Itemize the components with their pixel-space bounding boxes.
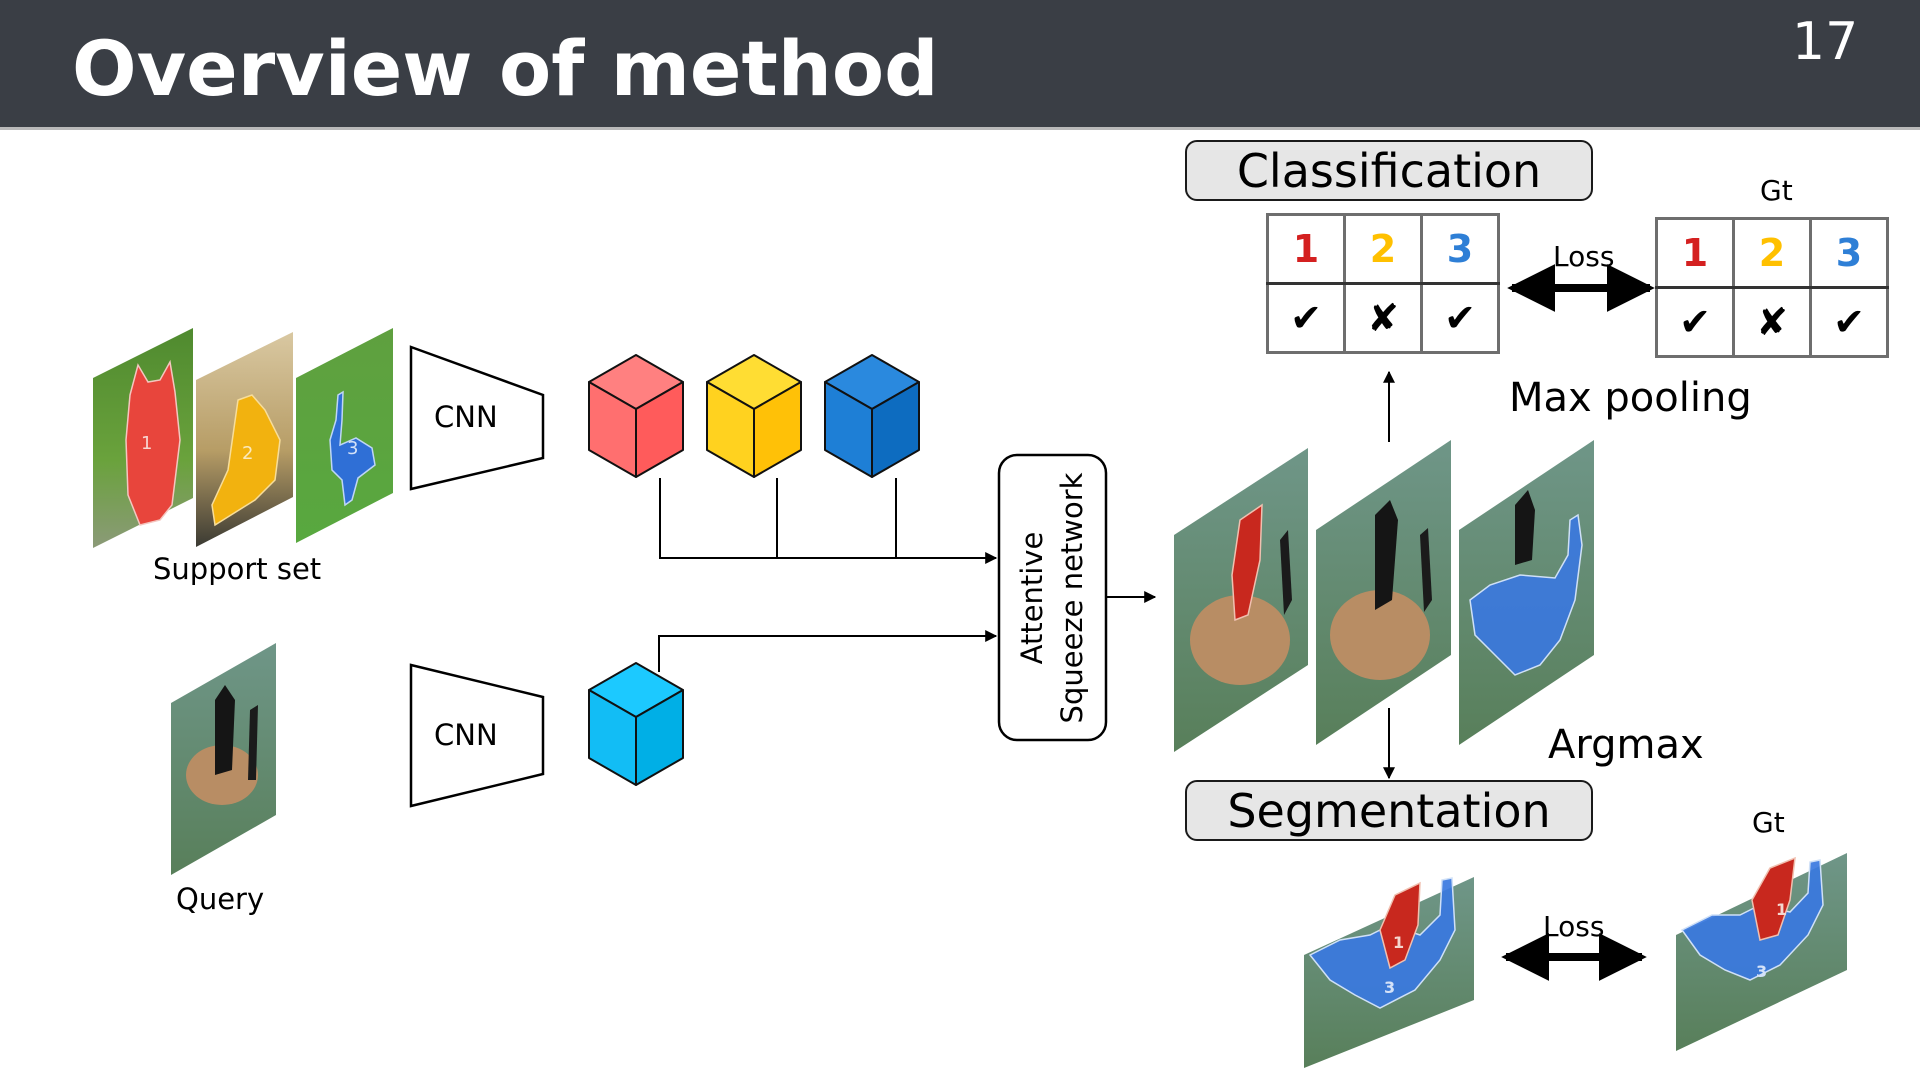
segmentation-prediction — [1304, 877, 1474, 1068]
connector-lines — [658, 370, 1395, 780]
cross-icon: ✘ — [1732, 286, 1812, 358]
gt-class-1: 1 — [1655, 217, 1735, 289]
support-image-1 — [93, 328, 193, 548]
support-set-label: Support set — [153, 552, 322, 586]
cube-side-face — [753, 381, 802, 478]
seg-pred-class-number: 3 — [1384, 978, 1396, 997]
cnn-top-label: CNN — [434, 400, 498, 434]
seg-gt-class-number: 1 — [1776, 900, 1788, 919]
support-feature-line — [659, 478, 998, 564]
classification-loss-label: Loss — [1553, 240, 1615, 273]
query-feature-line — [658, 630, 998, 672]
class-2-mask — [211, 394, 281, 527]
classification-gt-label: Gt — [1760, 174, 1793, 207]
gt-class-3: 3 — [1809, 217, 1889, 289]
check-icon: ✔ — [1266, 282, 1346, 354]
support-mask-number: 2 — [242, 443, 254, 464]
gt-class-2: 2 — [1732, 217, 1812, 289]
cube-side-face — [871, 381, 920, 478]
attentive-squeeze-network-box — [997, 453, 1108, 742]
score-map-2 — [1316, 440, 1451, 745]
asn-label-line2: Squeeze network — [1055, 472, 1089, 724]
page-number: 17 — [1792, 12, 1859, 72]
support-feature-cube-red — [588, 354, 684, 478]
cube-side-face — [635, 689, 684, 786]
support-mask-number: 1 — [141, 433, 153, 454]
check-icon: ✔ — [1655, 286, 1735, 358]
class-3-mask — [329, 390, 376, 507]
segmentation-gt-label: Gt — [1752, 806, 1785, 839]
ground-truth-table: 1 2 3 ✔ ✘ ✔ — [1655, 217, 1889, 358]
segmentation-ground-truth — [1676, 853, 1847, 1051]
asn-label: Attentive Squeeze network — [1012, 473, 1092, 724]
pred-class-3: 3 — [1420, 213, 1500, 285]
argmax-label: Argmax — [1548, 722, 1704, 768]
support-image-3 — [296, 328, 393, 543]
cross-icon: ✘ — [1343, 282, 1423, 354]
query-image — [171, 643, 276, 875]
seg-pred-class-number: 1 — [1393, 933, 1405, 952]
score-map-1 — [1174, 448, 1308, 752]
seg-gt-class-number: 3 — [1756, 962, 1768, 981]
slide-header: Overview of method 17 — [0, 0, 1920, 130]
classification-box: Classification — [1185, 140, 1593, 201]
slide-title: Overview of method — [72, 24, 939, 113]
cnn-support-encoder — [409, 345, 545, 491]
segmentation-loss-label: Loss — [1543, 910, 1605, 943]
feature-cubes — [588, 354, 920, 786]
score-map-3 — [1459, 440, 1594, 745]
cnn-query-encoder — [409, 663, 545, 808]
support-image-2 — [196, 332, 293, 547]
check-icon: ✔ — [1809, 286, 1889, 358]
pred-class-1: 1 — [1266, 213, 1346, 285]
max-pooling-label: Max pooling — [1509, 375, 1752, 421]
cnn-bottom-label: CNN — [434, 718, 498, 752]
cube-side-face — [635, 381, 684, 478]
class-1-mask — [125, 359, 181, 526]
asn-label-line1: Attentive — [1015, 531, 1049, 665]
query-feature-cube — [588, 662, 684, 786]
support-feature-cube-blue — [824, 354, 920, 478]
segmentation-box: Segmentation — [1185, 780, 1593, 841]
query-label: Query — [176, 882, 265, 916]
support-mask-number: 3 — [347, 438, 359, 459]
check-icon: ✔ — [1420, 282, 1500, 354]
support-feature-cube-yellow — [706, 354, 802, 478]
pred-class-2: 2 — [1343, 213, 1423, 285]
prediction-table: 1 2 3 ✔ ✘ ✔ — [1266, 213, 1500, 354]
